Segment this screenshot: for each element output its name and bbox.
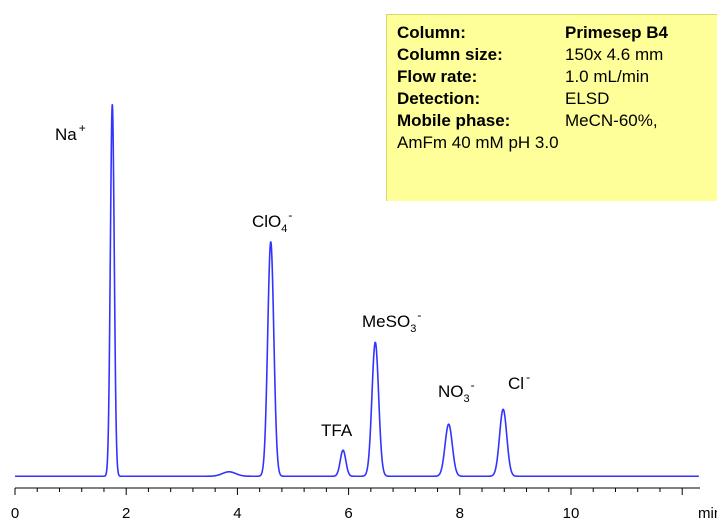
conditions-value: ELSD <box>565 89 610 108</box>
peak-label: MeSO3- <box>362 308 421 335</box>
x-tick-label: 4 <box>233 505 241 522</box>
x-tick-label: 2 <box>122 505 130 522</box>
conditions-box: Column: Primesep B4 Column size: 150x 4.… <box>386 14 717 201</box>
x-axis: 0 2 4 6 8 10 min <box>11 487 717 522</box>
conditions-value: Primesep B4 <box>565 23 668 42</box>
x-axis-unit: min <box>698 505 717 522</box>
peak-label-name: ClO <box>252 212 281 231</box>
x-tick-label: 6 <box>344 505 352 522</box>
conditions-label: Detection: <box>397 89 481 108</box>
peak-label: NO3- <box>438 378 475 405</box>
conditions-row-detection: Detection: ELSD <box>397 88 717 110</box>
conditions-continuation: AmFm 40 mM pH 3.0 <box>397 133 559 152</box>
conditions-label: Flow rate: <box>397 67 478 86</box>
peak-label-name: MeSO <box>362 312 410 331</box>
peak-label: Na+ <box>55 121 86 144</box>
peak-label-name: Na <box>55 125 77 144</box>
x-tick-label: 10 <box>563 505 580 522</box>
conditions-row-mobile-phase: Mobile phase: MeCN-60%, <box>397 110 717 132</box>
peak-label: TFA <box>321 421 353 440</box>
conditions-value: 150x 4.6 mm <box>565 45 664 64</box>
peak-label-subscript: 3 <box>410 323 416 335</box>
conditions-label: Column: <box>397 23 466 42</box>
conditions-row-column: Column: Primesep B4 <box>397 22 717 44</box>
peak-label: Cl- <box>508 370 530 393</box>
peak-label-name: TFA <box>321 421 353 440</box>
conditions-row-flow-rate: Flow rate: 1.0 mL/min <box>397 66 717 88</box>
peak-label-superscript: - <box>288 208 292 222</box>
chromatogram-line <box>14 104 700 478</box>
conditions-row-column-size: Column size: 150x 4.6 mm <box>397 44 717 66</box>
conditions-label: Mobile phase: <box>397 111 511 130</box>
x-tick-label: 0 <box>11 505 19 522</box>
x-tick-label: 8 <box>456 505 464 522</box>
chromatogram-trace <box>14 104 700 478</box>
peak-label-superscript: + <box>79 121 86 135</box>
peak-label-superscript: - <box>417 308 421 322</box>
conditions-label: Column size: <box>397 45 503 64</box>
conditions-value: 1.0 mL/min <box>565 67 650 86</box>
peak-label-name: Cl <box>508 374 524 393</box>
conditions-value: MeCN-60%, <box>565 111 658 130</box>
peak-label-subscript: 3 <box>464 393 470 405</box>
peak-label: ClO4- <box>252 208 292 235</box>
peak-label-name: NO <box>438 382 464 401</box>
peak-label-superscript: - <box>526 370 530 384</box>
peak-label-superscript: - <box>471 378 475 392</box>
peak-label-subscript: 4 <box>281 223 287 235</box>
